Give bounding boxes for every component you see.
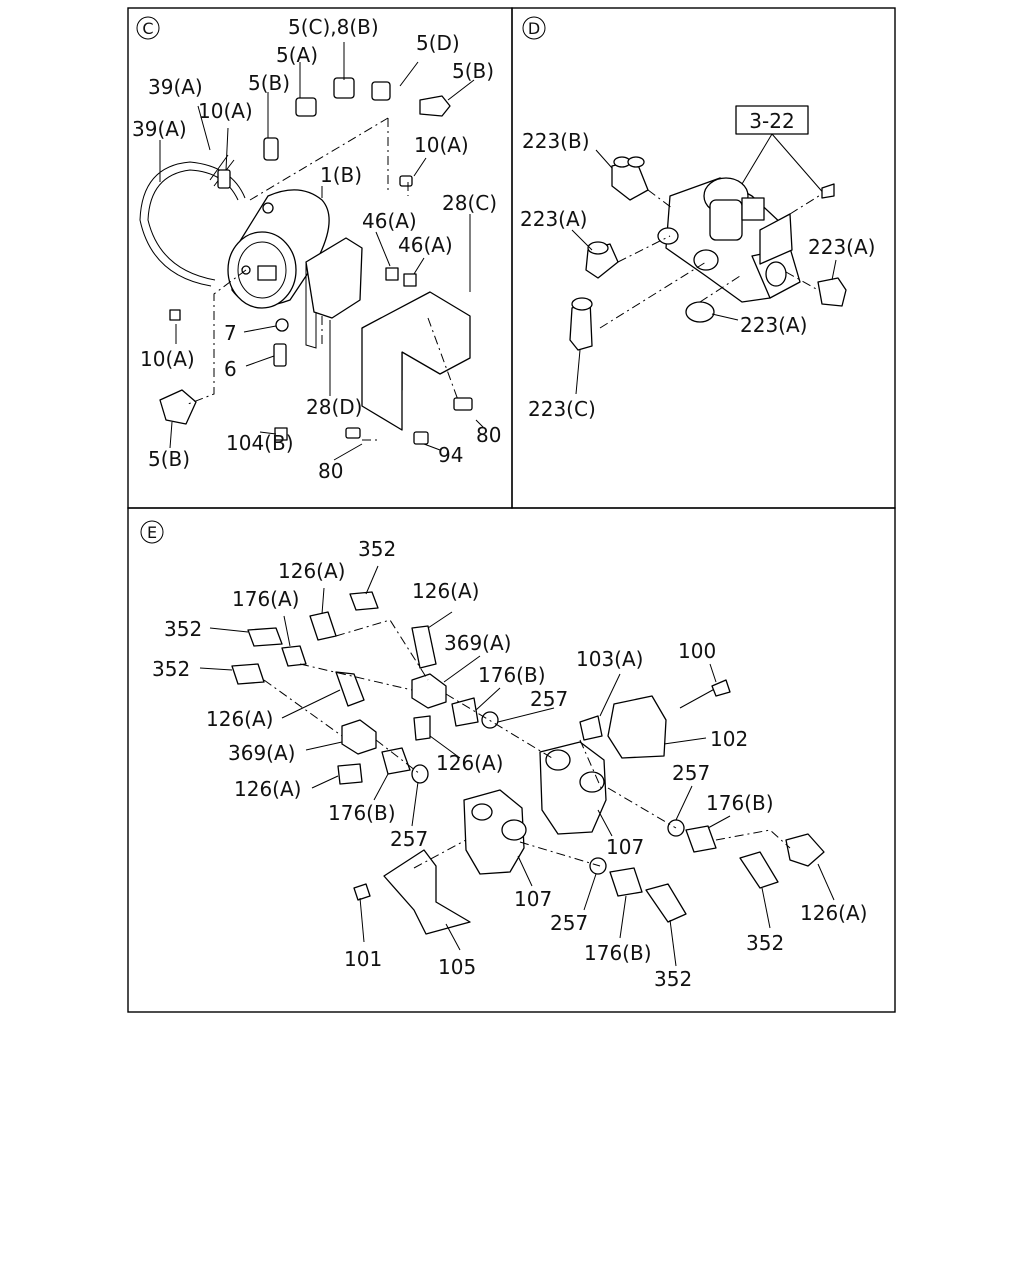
- section-marker-c: C: [136, 16, 160, 40]
- callout: 352: [654, 967, 692, 991]
- callout: 10(A): [414, 133, 469, 157]
- callout: 176(B): [584, 941, 652, 965]
- callout: 6: [224, 357, 237, 381]
- panel-c-drawing: [139, 42, 485, 461]
- ref-box-label: 3-22: [749, 109, 794, 133]
- svg-text:D: D: [528, 19, 540, 38]
- callout: 5(B): [248, 71, 290, 95]
- callout: 80: [318, 459, 343, 483]
- panel-e-drawing: [199, 565, 835, 967]
- callout: 101: [344, 947, 382, 971]
- callout: 7: [224, 321, 237, 345]
- callout: 103(A): [576, 647, 643, 671]
- callout: 28(D): [306, 395, 362, 419]
- callout: 176(B): [328, 801, 396, 825]
- callout: 126(A): [278, 559, 345, 583]
- callout: 5(C),8(B): [288, 15, 379, 39]
- section-marker-d: D: [522, 16, 546, 40]
- callout: 176(B): [478, 663, 546, 687]
- callout: 176(A): [232, 587, 299, 611]
- callouts-c: 5(C),8(B) 5(D) 5(A) 5(B) 5(B) 39(A) 10(A…: [132, 15, 501, 483]
- callout: 1(B): [320, 163, 362, 187]
- callout: 223(C): [528, 397, 596, 421]
- panel-e-frame: [127, 507, 896, 1013]
- section-marker-e: E: [140, 520, 164, 544]
- callout: 223(B): [522, 129, 590, 153]
- callout: 5(A): [276, 43, 318, 67]
- callout: 105: [438, 955, 476, 979]
- svg-text:E: E: [147, 523, 157, 542]
- callout: 223(A): [740, 313, 807, 337]
- callout: 352: [152, 657, 190, 681]
- callout: 39(A): [132, 117, 187, 141]
- callout: 126(A): [412, 579, 479, 603]
- callout: 39(A): [148, 75, 203, 99]
- callout: 46(A): [362, 209, 417, 233]
- callouts-d: 223(B) 223(A) 223(A) 223(A) 223(C): [520, 129, 875, 421]
- callout: 126(A): [234, 777, 301, 801]
- callout: 223(A): [520, 207, 587, 231]
- callout: 28(C): [442, 191, 497, 215]
- callout: 10(A): [140, 347, 195, 371]
- callout: 176(B): [706, 791, 774, 815]
- callout: 5(D): [416, 31, 460, 55]
- callout: 10(A): [198, 99, 253, 123]
- callout: 257: [550, 911, 588, 935]
- callout: 352: [164, 617, 202, 641]
- callout: 369(A): [228, 741, 295, 765]
- callout: 94: [438, 443, 463, 467]
- callout: 5(B): [148, 447, 190, 471]
- callout: 126(A): [206, 707, 273, 731]
- callout: 352: [358, 537, 396, 561]
- callouts-e: 352 126(A) 126(A) 176(A) 352 369(A) 352 …: [152, 537, 867, 991]
- callout: 102: [710, 727, 748, 751]
- callout: 257: [530, 687, 568, 711]
- callout: 5(B): [452, 59, 494, 83]
- callout: 126(A): [436, 751, 503, 775]
- ref-box: [735, 105, 809, 135]
- callout: 223(A): [808, 235, 875, 259]
- callout: 257: [672, 761, 710, 785]
- callout: 46(A): [398, 233, 453, 257]
- callout: 100: [678, 639, 716, 663]
- callout: 352: [746, 931, 784, 955]
- svg-text:C: C: [142, 19, 153, 38]
- callout: 126(A): [800, 901, 867, 925]
- callout: 369(A): [444, 631, 511, 655]
- callout: 80: [476, 423, 501, 447]
- callout: 104(B): [226, 431, 294, 455]
- callout: 107: [514, 887, 552, 911]
- panel-d-drawing: 3-22: [569, 105, 847, 395]
- callout: 107: [606, 835, 644, 859]
- callout: 257: [390, 827, 428, 851]
